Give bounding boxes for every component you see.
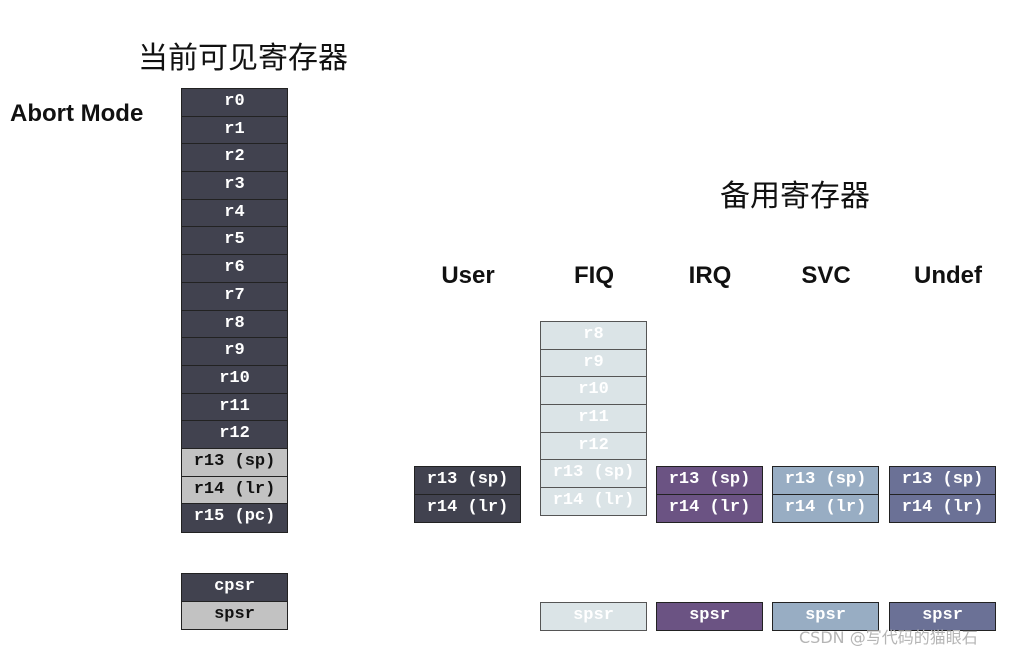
register-r11: r11 xyxy=(181,392,288,422)
svc-bank-column: r13 (sp) r14 (lr) xyxy=(772,466,879,523)
register-r0: r0 xyxy=(181,88,288,118)
fiq-bank-column: r8 r9 r10 r11 r12 r13 (sp) r14 (lr) xyxy=(540,321,647,517)
watermark: CSDN @写代码的猫眼石 xyxy=(799,628,978,647)
current-registers-title: 当前可见寄存器 xyxy=(138,41,348,76)
header-undef: Undef xyxy=(914,262,982,289)
register-r10: r10 xyxy=(181,364,288,395)
undef-spsr-column: spsr xyxy=(889,602,996,632)
fiq-register-r13-sp: r13 (sp) xyxy=(540,459,647,489)
register-r7: r7 xyxy=(181,281,288,311)
irq-register-spsr: spsr xyxy=(656,602,763,632)
mode-label: Abort Mode xyxy=(10,100,144,127)
irq-spsr-column: spsr xyxy=(656,602,763,632)
register-r3: r3 xyxy=(181,171,288,201)
svc-spsr-column: spsr xyxy=(772,602,879,632)
register-r9: r9 xyxy=(181,337,288,367)
fiq-register-r8: r8 xyxy=(540,321,647,351)
undef-bank-column: r13 (sp) r14 (lr) xyxy=(889,466,996,523)
fiq-register-r10: r10 xyxy=(540,376,647,406)
status-register-column: cpsr spsr xyxy=(181,573,288,630)
irq-register-r13-sp: r13 (sp) xyxy=(656,466,763,496)
register-r5: r5 xyxy=(181,226,288,256)
fiq-register-r14-lr: r14 (lr) xyxy=(540,487,647,517)
user-register-r13-sp: r13 (sp) xyxy=(414,466,521,496)
undef-register-r13-sp: r13 (sp) xyxy=(889,466,996,496)
user-bank-column: r13 (sp) r14 (lr) xyxy=(414,466,521,523)
undef-register-r14-lr: r14 (lr) xyxy=(889,493,996,523)
banked-registers-title: 备用寄存器 xyxy=(720,179,870,214)
register-r6: r6 xyxy=(181,254,288,284)
header-user: User xyxy=(441,262,495,289)
register-r1: r1 xyxy=(181,115,288,145)
fiq-spsr-column: spsr xyxy=(540,602,647,632)
svc-register-r14-lr: r14 (lr) xyxy=(772,493,879,523)
irq-register-r14-lr: r14 (lr) xyxy=(656,493,763,523)
svc-register-r13-sp: r13 (sp) xyxy=(772,466,879,496)
fiq-register-r12: r12 xyxy=(540,431,647,461)
register-spsr: spsr xyxy=(181,600,288,630)
fiq-register-r9: r9 xyxy=(540,348,647,378)
svc-register-spsr: spsr xyxy=(772,602,879,632)
fiq-register-spsr: spsr xyxy=(540,602,647,632)
header-svc: SVC xyxy=(801,262,851,289)
current-register-column: r0 r1 r2 r3 r4 r5 r6 r7 r8 r9 r10 r11 r1… xyxy=(181,88,288,533)
register-r2: r2 xyxy=(181,143,288,173)
register-r14-lr: r14 (lr) xyxy=(181,475,288,505)
header-irq: IRQ xyxy=(688,262,732,289)
register-r4: r4 xyxy=(181,198,288,228)
register-r15-pc: r15 (pc) xyxy=(181,503,288,533)
irq-bank-column: r13 (sp) r14 (lr) xyxy=(656,466,763,523)
register-r8: r8 xyxy=(181,309,288,339)
register-cpsr: cpsr xyxy=(181,573,288,603)
header-fiq: FIQ xyxy=(574,262,614,289)
fiq-register-r11: r11 xyxy=(540,404,647,434)
register-r13-sp: r13 (sp) xyxy=(181,447,288,478)
undef-register-spsr: spsr xyxy=(889,602,996,632)
register-r12: r12 xyxy=(181,420,288,450)
user-register-r14-lr: r14 (lr) xyxy=(414,493,521,523)
